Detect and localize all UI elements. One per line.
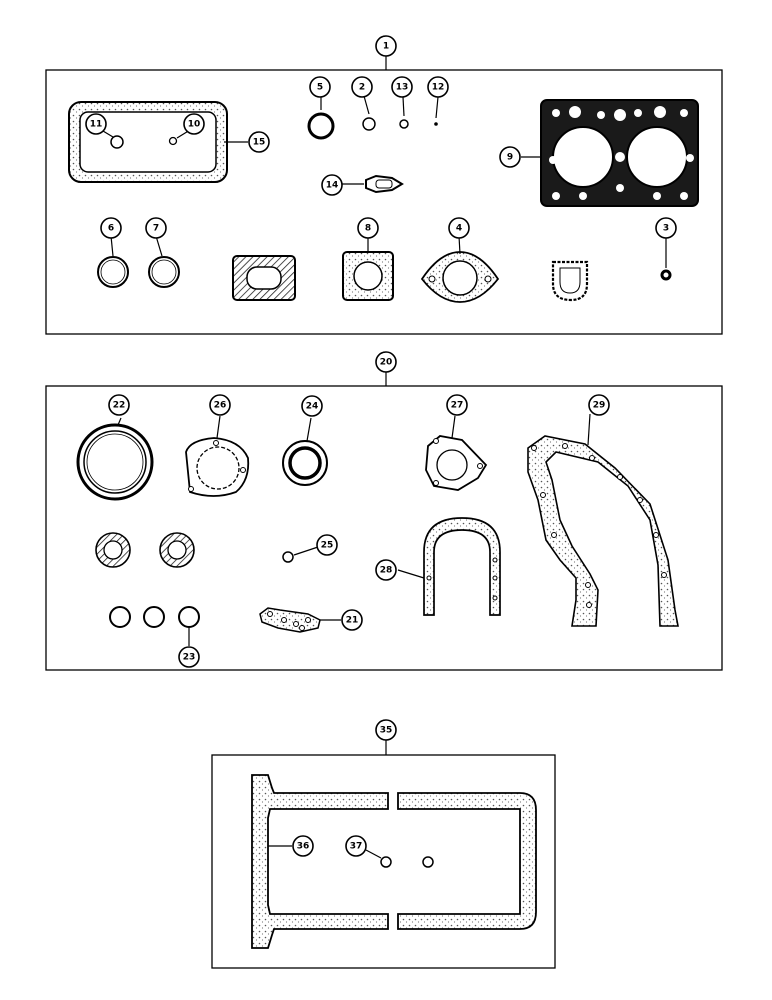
callout-number: 10 bbox=[188, 120, 201, 130]
callout-20: 20 bbox=[375, 351, 397, 373]
callout-9: 9 bbox=[499, 146, 521, 168]
callout-7: 7 bbox=[145, 217, 167, 239]
oil-seal-24-inner bbox=[288, 446, 322, 480]
seal-ring-13 bbox=[399, 119, 409, 129]
panel-35-frame bbox=[211, 754, 556, 969]
callout-28: 28 bbox=[375, 559, 397, 581]
callout-number: 28 bbox=[380, 566, 393, 576]
rear-crankshaft-seal-22 bbox=[76, 423, 154, 501]
callout-26: 26 bbox=[209, 394, 231, 416]
callout-25: 25 bbox=[316, 534, 338, 556]
callout-23: 23 bbox=[178, 646, 200, 668]
callout-number: 12 bbox=[432, 83, 445, 93]
callout-12: 12 bbox=[427, 76, 449, 98]
seal-ring-3 bbox=[660, 269, 672, 281]
o-ring-25 bbox=[282, 551, 294, 563]
callout-number: 36 bbox=[297, 842, 310, 852]
callout-21: 21 bbox=[341, 609, 363, 631]
ring-23-b bbox=[143, 606, 165, 628]
washer-11 bbox=[110, 135, 124, 149]
callout-6: 6 bbox=[100, 217, 122, 239]
callout-10: 10 bbox=[183, 113, 205, 135]
callout-number: 9 bbox=[507, 153, 513, 163]
callout-29: 29 bbox=[588, 394, 610, 416]
callout-number: 1 bbox=[383, 42, 389, 52]
callout-24: 24 bbox=[301, 395, 323, 417]
timing-cover-gasket-26 bbox=[185, 437, 250, 497]
callout-number: 7 bbox=[153, 224, 159, 234]
seal-ring-6-inner bbox=[100, 259, 126, 285]
intake-manifold-gasket bbox=[232, 255, 296, 301]
oil-seal-24 bbox=[282, 440, 328, 486]
water-outlet-gasket bbox=[551, 260, 589, 302]
callout-number: 27 bbox=[451, 401, 464, 411]
callout-1: 1 bbox=[375, 35, 397, 57]
seal-ring-7-inner bbox=[151, 259, 177, 285]
callout-15: 15 bbox=[248, 131, 270, 153]
valve-seal-large-pair bbox=[95, 532, 195, 568]
callout-number: 24 bbox=[306, 402, 319, 412]
callout-35: 35 bbox=[375, 719, 397, 741]
timing-case-gasket-29 bbox=[527, 435, 679, 627]
callout-27: 27 bbox=[446, 394, 468, 416]
ring-23-a bbox=[109, 606, 131, 628]
ring-23-c bbox=[178, 606, 200, 628]
panel-upper-gasket-set bbox=[45, 56, 723, 335]
callout-number: 6 bbox=[108, 224, 114, 234]
callout-2: 2 bbox=[351, 76, 373, 98]
washer-10 bbox=[168, 136, 178, 146]
callout-number: 5 bbox=[317, 83, 323, 93]
callout-number: 20 bbox=[380, 358, 393, 368]
oil-pan-gasket-36 bbox=[251, 774, 537, 949]
callout-8: 8 bbox=[357, 217, 379, 239]
callout-number: 8 bbox=[365, 224, 371, 234]
callout-11: 11 bbox=[85, 113, 107, 135]
pump-gasket-27 bbox=[425, 435, 488, 491]
callout-number: 37 bbox=[350, 842, 363, 852]
callout-13: 13 bbox=[391, 76, 413, 98]
callout-number: 21 bbox=[346, 616, 359, 626]
callout-22: 22 bbox=[108, 394, 130, 416]
callout-number: 14 bbox=[326, 181, 339, 191]
seal-ring-2 bbox=[362, 117, 376, 131]
panel-oil-pan-gasket-set bbox=[211, 740, 556, 969]
callout-number: 11 bbox=[90, 120, 103, 130]
panel-20-frame bbox=[45, 385, 723, 671]
cylinder-head-gasket bbox=[540, 99, 699, 207]
seal-ring-5 bbox=[307, 112, 335, 140]
callout-number: 13 bbox=[396, 83, 409, 93]
o-ring-37-a bbox=[380, 856, 392, 868]
seal-ring-7 bbox=[148, 256, 180, 288]
callout-number: 35 bbox=[380, 726, 393, 736]
seal-ring-6 bbox=[97, 256, 129, 288]
bracket-gasket-21 bbox=[259, 607, 321, 633]
seal-ring-12 bbox=[434, 122, 438, 126]
callout-number: 23 bbox=[183, 653, 196, 663]
callout-number: 25 bbox=[321, 541, 334, 551]
callout-number: 29 bbox=[593, 401, 606, 411]
callout-5: 5 bbox=[309, 76, 331, 98]
callout-number: 4 bbox=[456, 224, 462, 234]
callout-number: 2 bbox=[359, 83, 365, 93]
callout-4: 4 bbox=[448, 217, 470, 239]
callout-number: 26 bbox=[214, 401, 227, 411]
callout-14: 14 bbox=[321, 174, 343, 196]
callout-3: 3 bbox=[655, 217, 677, 239]
manifold-gasket-14 bbox=[365, 174, 404, 194]
o-ring-37-b bbox=[422, 856, 434, 868]
flange-gasket-4 bbox=[420, 251, 500, 303]
panel-1-frame bbox=[45, 69, 723, 335]
callout-number: 15 bbox=[253, 138, 266, 148]
callout-number: 3 bbox=[663, 224, 669, 234]
callout-36: 36 bbox=[292, 835, 314, 857]
exhaust-gasket-8 bbox=[342, 251, 394, 301]
front-plate-gasket-28 bbox=[423, 517, 501, 616]
callout-number: 22 bbox=[113, 401, 126, 411]
callout-37: 37 bbox=[345, 835, 367, 857]
panel-lower-gasket-set bbox=[45, 372, 723, 671]
